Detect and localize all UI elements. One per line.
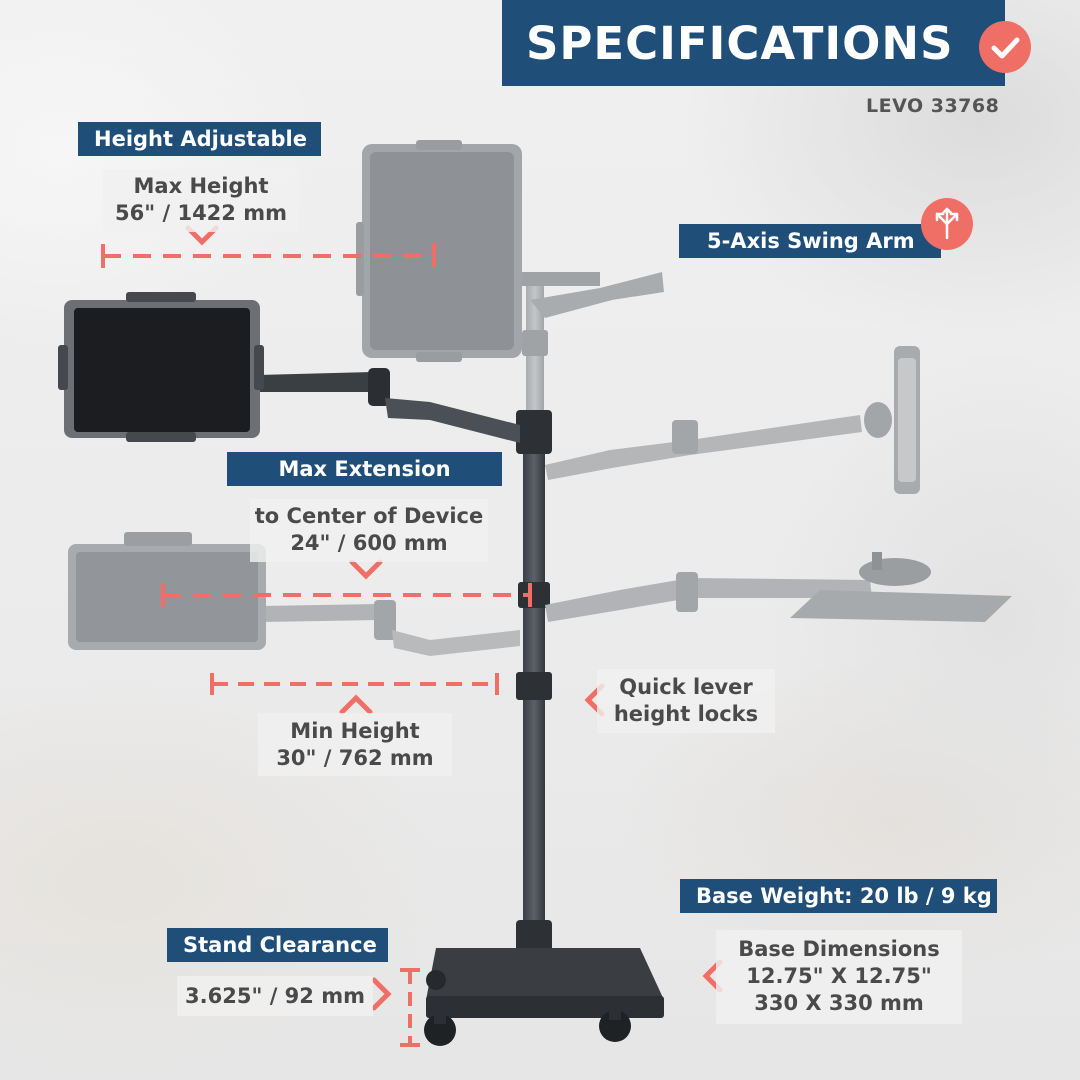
ghost-arm-left bbox=[262, 604, 380, 622]
ghost-arm-right-lower bbox=[545, 578, 872, 622]
base-dimensions-chevron-icon bbox=[702, 959, 723, 993]
base-dimensions-mm: 330 X 330 mm bbox=[754, 991, 924, 1015]
active-tablet bbox=[58, 292, 264, 442]
stand-clearance-dimension bbox=[400, 968, 420, 1047]
max-extension-chevron-icon bbox=[349, 559, 383, 580]
min-height-chevron-icon bbox=[339, 694, 373, 715]
ghost-arm-right bbox=[545, 415, 862, 480]
height-locks-line2: height locks bbox=[613, 702, 759, 726]
min-height-title: Min Height bbox=[290, 719, 420, 743]
stand-clearance-value: 3.625" / 92 mm bbox=[177, 976, 373, 1016]
base-dimensions-title: Base Dimensions bbox=[738, 937, 940, 961]
stand-clearance-label: Stand Clearance bbox=[167, 928, 388, 962]
max-height-title: Max Height bbox=[133, 174, 269, 198]
ghost-arm-top bbox=[530, 272, 664, 318]
collar-lower bbox=[516, 672, 552, 700]
collar-upper bbox=[516, 410, 552, 454]
height-locks-line1: Quick lever bbox=[619, 675, 753, 699]
height-adjustable-label: Height Adjustable bbox=[78, 122, 321, 156]
ghost-tablet-top bbox=[356, 140, 522, 362]
max-extension-line1: to Center of Device bbox=[254, 504, 484, 528]
base-dimensions-inches: 12.75" X 12.75" bbox=[746, 964, 932, 988]
max-extension-dimension bbox=[161, 583, 532, 607]
max-height-text: Max Height 56" / 1422 mm bbox=[103, 169, 299, 232]
model-number: LEVO 33768 bbox=[866, 95, 1000, 117]
max-extension-line2: 24" / 600 mm bbox=[290, 531, 448, 555]
stand-base bbox=[424, 948, 664, 1046]
min-height-value: 30" / 762 mm bbox=[276, 746, 434, 770]
max-height-value: 56" / 1422 mm bbox=[115, 201, 287, 225]
page-title: SPECIFICATIONS bbox=[526, 17, 954, 70]
base-weight-label: Base Weight: 20 lb / 9 kg bbox=[680, 879, 997, 913]
max-height-dimension bbox=[101, 244, 436, 268]
ghost-tablet-side bbox=[864, 346, 920, 494]
active-arm bbox=[258, 372, 376, 392]
base-dimensions-text: Base Dimensions 12.75" X 12.75" 330 X 33… bbox=[716, 930, 962, 1024]
check-circle-icon bbox=[979, 21, 1031, 73]
ghost-tablet-flat bbox=[790, 552, 1012, 622]
min-height-text: Min Height 30" / 762 mm bbox=[258, 713, 452, 776]
split-arrows-icon bbox=[921, 198, 973, 250]
max-height-chevron-icon bbox=[185, 225, 219, 246]
ghost-tablet-left bbox=[68, 532, 266, 650]
height-locks-text: Quick lever height locks bbox=[597, 669, 775, 733]
stand-clearance-chevron-icon bbox=[371, 977, 392, 1011]
max-extension-label: Max Extension bbox=[227, 452, 502, 486]
swing-arm-label: 5-Axis Swing Arm bbox=[679, 224, 941, 258]
header-banner: SPECIFICATIONS bbox=[502, 0, 1005, 86]
collar-middle bbox=[518, 582, 550, 608]
max-extension-text: to Center of Device 24" / 600 mm bbox=[250, 499, 488, 562]
min-height-dimension bbox=[210, 673, 499, 695]
